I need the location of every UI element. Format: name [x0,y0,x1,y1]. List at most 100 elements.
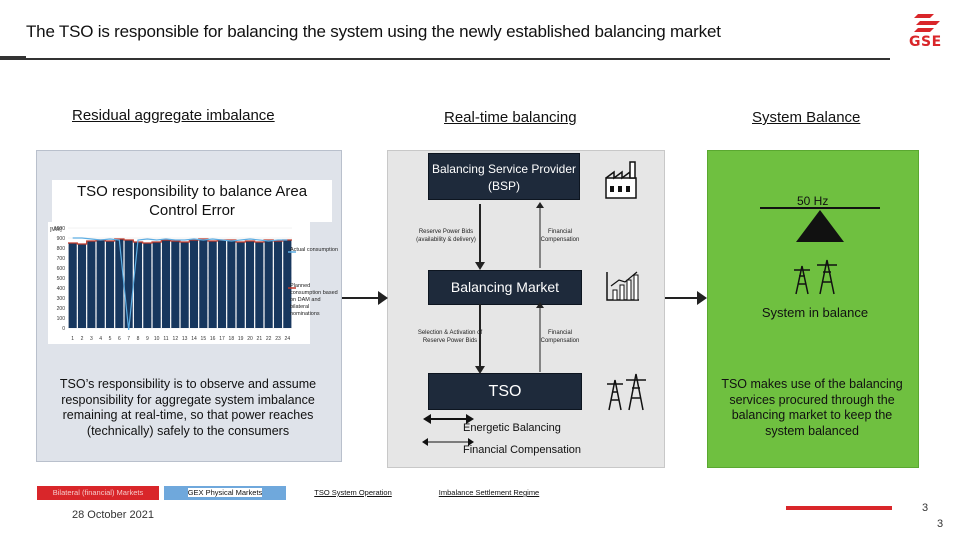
financial-comp-bottom-label: Financial Compensation [540,330,580,344]
x-tick-label: 22 [266,336,272,342]
chart-bar [236,242,245,328]
chart-bar [199,239,208,328]
frequency-label: 50 Hz [797,194,829,208]
chart-bar [208,241,217,328]
chart-bar [273,241,283,328]
y-tick-label: 0 [62,326,65,332]
tab-gex-physical-markets[interactable]: GEX Physical Markets [164,486,286,500]
mid-panel [387,150,665,468]
y-tick-label: 700 [57,256,66,262]
x-tick-label: 23 [275,336,281,342]
x-tick-label: 24 [285,336,291,342]
chart-bar [189,240,199,328]
y-tick-label: 200 [57,306,66,312]
reserve-bids-label: Reserve Power Bids (availability & deliv… [416,229,476,243]
x-tick-label: 15 [201,336,207,342]
chart-bar [87,241,96,328]
financial-compensation-label: Financial Compensation [463,444,582,456]
chart-bar [115,239,124,328]
chart-bar [227,240,236,328]
factory-icon [605,161,637,199]
presentation-date: 28 October 2021 [72,509,154,521]
chart-bar [161,240,171,328]
heading-residual-imbalance: Residual aggregate imbalance [72,107,275,124]
y-tick-label: 1000 [54,226,65,232]
x-tick-label: 5 [109,336,112,342]
tso-box: TSO [428,373,582,410]
x-tick-label: 21 [257,336,263,342]
page-accent-line [786,506,892,510]
x-tick-label: 9 [146,336,149,342]
chart-bar [171,241,180,328]
legend-planned-label: Planned consumption based on DAM and bil… [290,283,338,317]
y-tick-label: 600 [57,266,66,272]
x-tick-label: 20 [247,336,253,342]
gse-logo-icon [914,14,940,32]
chart-bar [264,240,273,328]
tab-imbalance-settlement[interactable]: Imbalance Settlement Regime [428,486,550,500]
chart-bar [105,241,115,328]
tso-responsibility-title: TSO responsibility to balance Area Contr… [52,180,332,222]
chart-bar [283,240,292,328]
page-number-overlay: 3 [922,502,929,514]
heading-real-time-balancing: Real-time balancing [444,109,577,126]
tab-tso-system-operation[interactable]: TSO System Operation [292,486,414,500]
energetic-balancing-label: Energetic Balancing [463,422,561,434]
chart-bar [133,242,143,328]
chart-bar [255,242,264,328]
page-number: 3 [937,518,944,530]
power-towers-icon [607,373,646,411]
chart-bar [124,240,133,328]
chart-bar [68,243,77,328]
balancing-market-box: Balancing Market [428,270,582,305]
logo-text: GSE [909,34,942,50]
right-description: TSO makes use of the balancing services … [721,377,903,438]
x-tick-label: 10 [154,336,160,342]
x-tick-label: 8 [137,336,140,342]
balance-scale-icon [760,207,880,242]
y-tick-label: 300 [57,296,66,302]
actual-series-line [72,237,288,331]
y-tick-label: 400 [57,286,66,292]
bsp-box: Balancing Service Provider (BSP) [428,153,580,200]
heading-system-balance: System Balance [752,109,861,126]
left-description: TSO’s responsibility is to observe and a… [59,377,317,438]
x-tick-label: 17 [219,336,225,342]
financial-comp-top-label: Financial Compensation [540,229,580,243]
slide-title: The TSO is responsible for balancing the… [26,22,721,41]
tab-bilateral-markets[interactable]: Bilateral (financial) Markets [37,486,159,500]
x-tick-label: 11 [163,336,168,342]
financial-legend-arrow [422,438,474,446]
arrow-mid-to-right [665,291,707,305]
x-tick-label: 19 [238,336,244,342]
chart-bar [152,242,161,328]
chart-bar [245,241,255,328]
y-tick-label: 100 [57,316,66,322]
x-tick-label: 16 [210,336,216,342]
chart-bar [143,243,152,328]
x-tick-label: 2 [81,336,84,342]
tab-label: Imbalance Settlement Regime [438,488,540,497]
x-tick-label: 12 [173,336,179,342]
planned-series-line [68,238,292,245]
x-tick-label: 13 [182,336,188,342]
tab-label: TSO System Operation [314,488,392,497]
x-tick-label: 4 [99,336,102,342]
x-tick-label: 6 [118,336,121,342]
y-axis-label: [MW] [50,227,62,233]
selection-activation-label: Selection & Activation of Reserve Power … [417,330,483,344]
chart-bar [217,240,227,328]
y-tick-label: 900 [57,236,66,242]
y-tick-label: 800 [57,246,66,252]
arrow-left-to-mid [342,291,388,305]
chart-bar [77,244,87,328]
x-tick-label: 3 [90,336,93,342]
x-tick-label: 7 [127,336,130,342]
flow-arrows [475,202,544,374]
legend-actual-label: Actual consumption [290,247,338,253]
x-tick-label: 18 [229,336,235,342]
chart-bar [96,240,105,328]
tab-label: GEX Physical Markets [187,488,263,497]
